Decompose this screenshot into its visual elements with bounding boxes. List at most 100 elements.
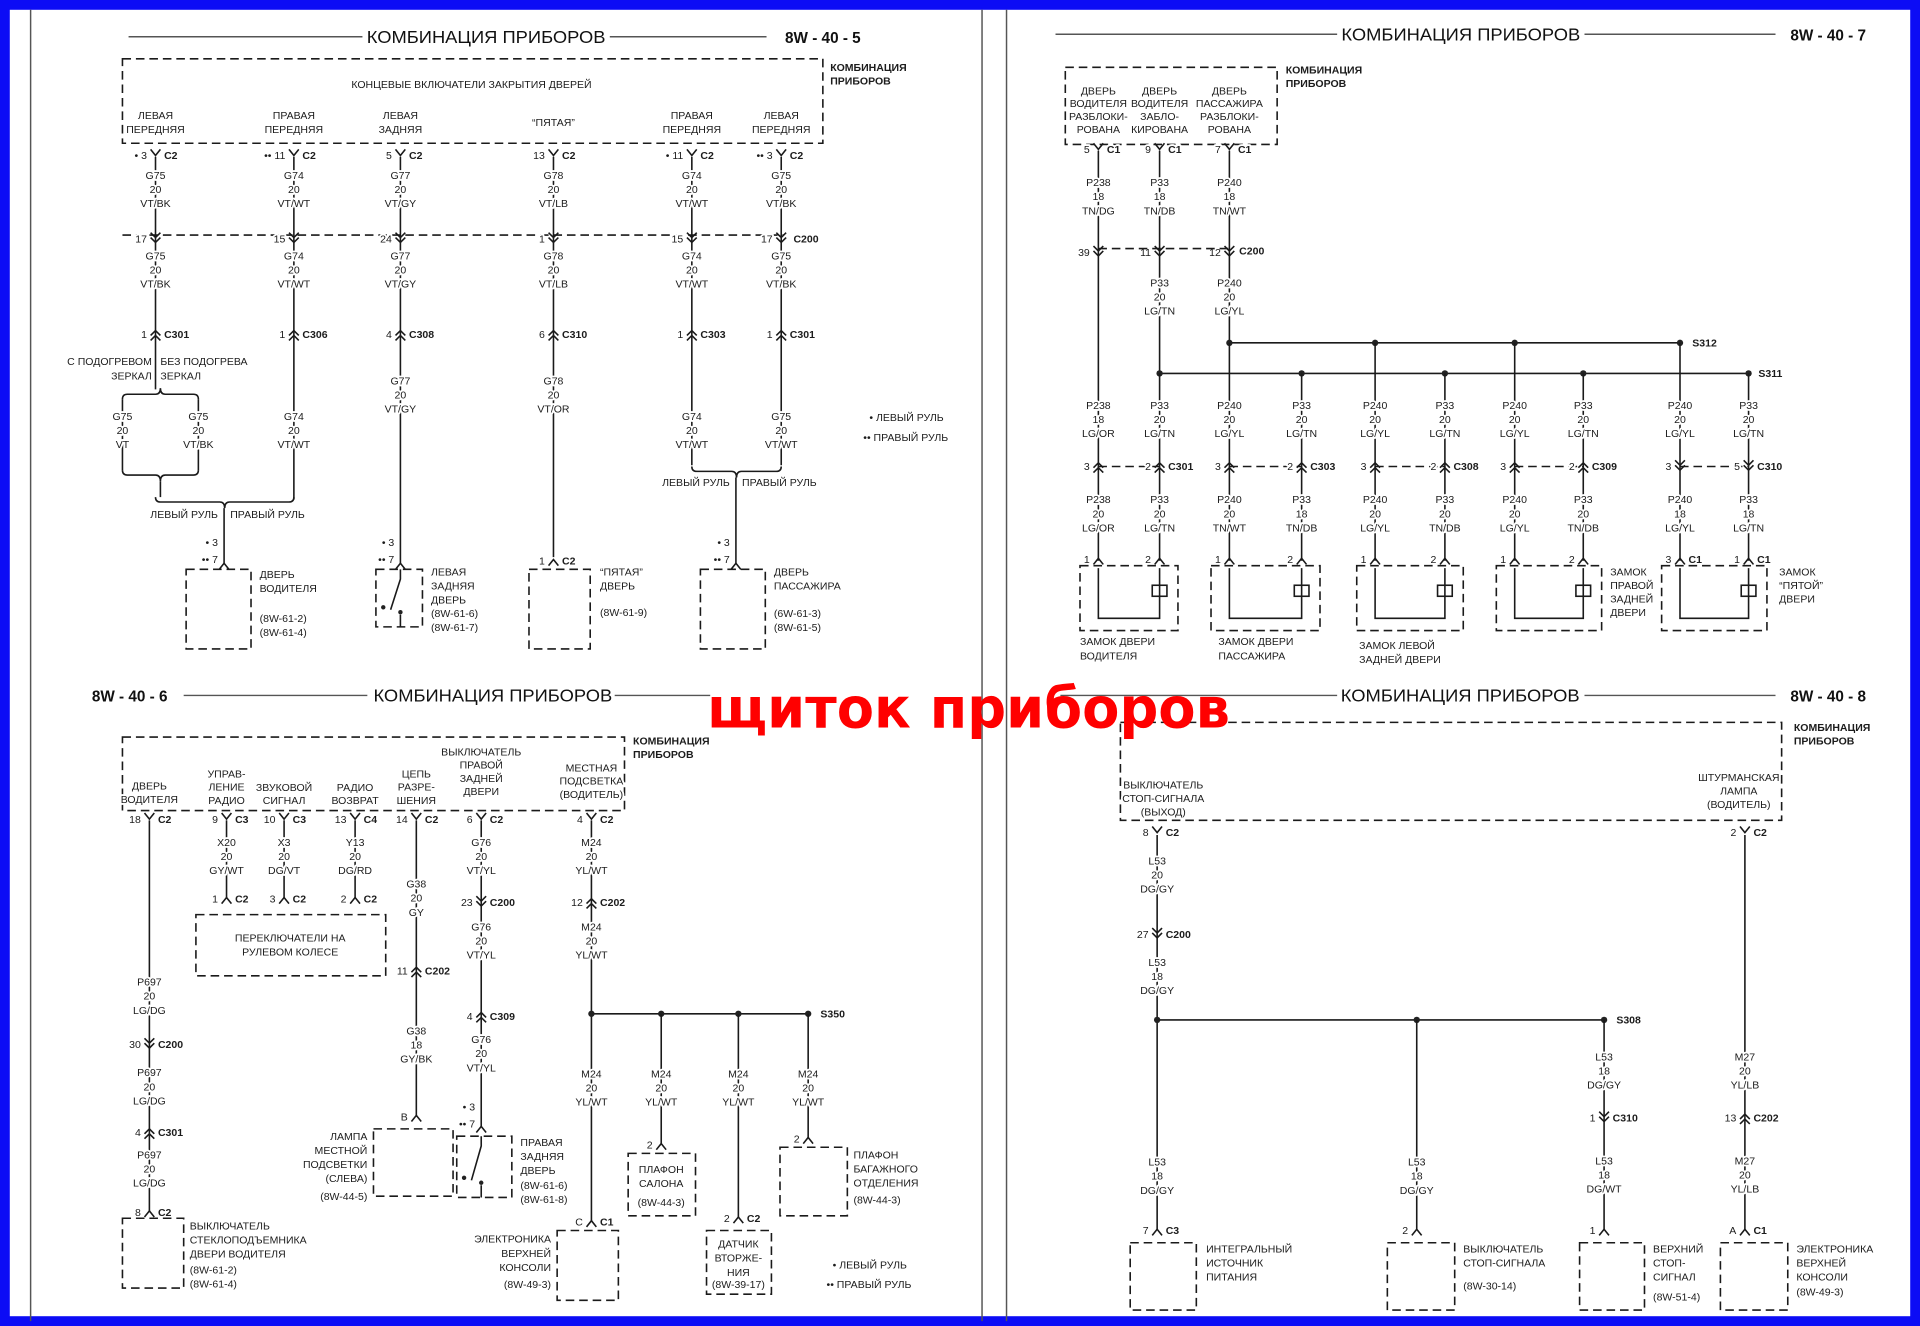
- legend-left-hand-drive: • ЛЕВЫЙ РУЛЬ: [833, 1258, 907, 1271]
- switch-label: ЗАБЛО-: [1140, 111, 1179, 123]
- pin-number: 4: [135, 1127, 141, 1139]
- wire-label: L53: [1595, 1051, 1613, 1063]
- pin-number: • 3: [717, 537, 730, 549]
- lock-motor-circuit: [1513, 568, 1585, 620]
- wire-label: 20: [1439, 414, 1451, 426]
- wire-label: LG/YL: [1214, 428, 1244, 440]
- component-label: ЭЛЕКТРОНИКА: [474, 1234, 551, 1246]
- lock-motor-circuit: [1679, 568, 1750, 620]
- connector-id: C200: [490, 897, 515, 909]
- component-label: (СЛЕВА): [326, 1173, 368, 1185]
- wire-label: G75: [146, 251, 166, 263]
- connector-icon: [1369, 557, 1381, 565]
- connector-icon: [1151, 927, 1163, 939]
- high-stop-lamp-component: [1578, 1241, 1646, 1311]
- pin-number: 7: [1143, 1225, 1149, 1237]
- component-label: МЕСТНОЙ: [315, 1144, 368, 1157]
- door-lock-component: [1495, 564, 1603, 632]
- switch-label: ЛЕВАЯ: [764, 110, 799, 122]
- wire-label: 20: [1739, 1169, 1751, 1181]
- connector-icon: [394, 148, 406, 157]
- pin-number: 1: [1590, 1225, 1596, 1237]
- switch-label: ДВЕРЬ: [132, 781, 167, 793]
- group-label: КОНЦЕВЫЕ ВКЛЮЧАТЕЛИ ЗАКРЫТИЯ ДВЕРЕЙ: [351, 78, 591, 91]
- wire-label: 18: [410, 1040, 422, 1052]
- connector-id: C202: [600, 897, 625, 909]
- pin-number: 13: [335, 814, 347, 826]
- wire-label: M24: [798, 1068, 819, 1080]
- wire-label: TN/DB: [1286, 522, 1318, 534]
- connector-icon: [1223, 142, 1235, 151]
- connector-id: C2: [158, 814, 172, 826]
- wire-label: P697: [137, 1149, 162, 1161]
- overlay-caption: щиток приборов: [707, 676, 1230, 741]
- component-label: СТОП-: [1653, 1258, 1686, 1270]
- connector-icon: [1411, 1228, 1423, 1236]
- wire-label: Y13: [346, 837, 365, 849]
- switch-label: ПОДСВЕТКА: [560, 776, 624, 788]
- steering-wheel-switches-component: [195, 913, 387, 977]
- switch-label: РАДИО: [208, 795, 245, 807]
- left-rear-door-component: [375, 568, 424, 628]
- wire-label: P238: [1086, 177, 1111, 189]
- wire-label: P33: [1739, 400, 1758, 412]
- connector-id: C2: [562, 150, 576, 162]
- pin-number: 1: [1734, 554, 1740, 566]
- switch-label: РАЗБЛОКИ-: [1200, 111, 1259, 123]
- wire-label: VT/WT: [675, 439, 708, 451]
- wire-label: 20: [144, 991, 156, 1003]
- connector-icon: [686, 232, 698, 244]
- pin-number: 1: [1590, 1113, 1596, 1125]
- wire-label: 20: [410, 893, 422, 905]
- switch-label: РОВАНА: [1208, 124, 1251, 136]
- component-label: ПЕРЕКЛЮЧАТЕЛИ НА: [235, 933, 346, 945]
- overhead-console-component: [1719, 1241, 1789, 1311]
- wire-label: LG/TN: [1286, 428, 1317, 440]
- wire-label: 20: [686, 184, 698, 196]
- wire-label: 20: [1509, 414, 1521, 426]
- driver-door-component: [185, 568, 252, 650]
- instrument-cluster-box: [1064, 66, 1278, 146]
- wire-label: DG/GY: [1140, 985, 1174, 997]
- pin-number: •• 7: [459, 1119, 475, 1131]
- reference-label: (8W-39-17): [712, 1279, 765, 1291]
- connector-id: C2: [235, 893, 249, 905]
- connector-icon: [349, 812, 361, 821]
- connector-icon: [1369, 461, 1381, 474]
- connector-icon: [394, 329, 406, 341]
- connector-icon: [475, 1011, 487, 1023]
- connector-icon: [410, 1114, 422, 1123]
- reference-label: (8W-61-6): [431, 608, 478, 620]
- pin-number: 15: [672, 233, 684, 245]
- wire-label: 20: [395, 265, 407, 277]
- pin-number: 3: [1666, 461, 1672, 473]
- pin-number: 5: [1084, 144, 1090, 156]
- wire-label: DG/GY: [1140, 884, 1174, 896]
- wire-label: 20: [1674, 414, 1686, 426]
- wire-label: VT/BK: [140, 198, 170, 210]
- steering-label: ЛЕВЫЙ РУЛЬ: [150, 508, 218, 521]
- component-label: ПАССАЖИРА: [774, 581, 841, 593]
- connector-id: C308: [1453, 461, 1478, 473]
- wire-label: LG/DG: [133, 1005, 166, 1017]
- switch-label: УПРАВ-: [207, 768, 246, 780]
- pin-number: 24: [380, 233, 392, 245]
- switch-label: ВОДИТЕЛЯ: [121, 794, 178, 806]
- wire-label: GY: [409, 907, 424, 919]
- connector-icon: [143, 812, 155, 821]
- wire-label: 20: [655, 1083, 667, 1095]
- component-label: ПЛАФОН: [853, 1149, 898, 1161]
- connector-icon: [1151, 825, 1163, 834]
- wire-label: LG/YL: [1500, 428, 1530, 440]
- pin-number: •• 11: [264, 150, 285, 162]
- dome-lamp-component: [627, 1152, 697, 1217]
- wire-label: P238: [1086, 400, 1111, 412]
- pin-number: 3: [1666, 554, 1672, 566]
- reference-label: (8W-61-4): [190, 1278, 237, 1290]
- connector-icon: [149, 148, 162, 157]
- connector-id: C308: [409, 329, 434, 341]
- component-label: ВОДИТЕЛЯ: [1080, 650, 1137, 662]
- connector-icon: [475, 895, 487, 908]
- connector-id: C2: [1753, 827, 1767, 839]
- connector-icon: [1092, 142, 1104, 151]
